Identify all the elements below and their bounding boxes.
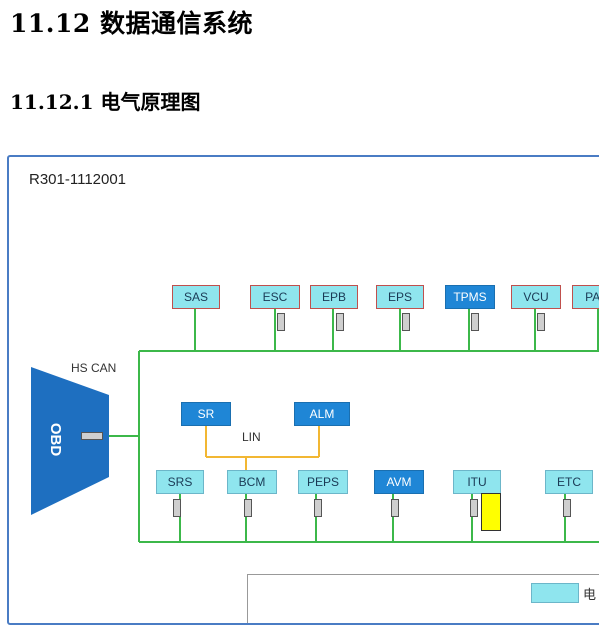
ecu-alm: ALM bbox=[294, 402, 350, 426]
connector bbox=[537, 313, 545, 331]
ecu-sr: SR bbox=[181, 402, 231, 426]
connector bbox=[336, 313, 344, 331]
itu-yellow-tag bbox=[481, 493, 501, 531]
obd-connector-pin bbox=[81, 432, 103, 440]
ecu-bcm: BCM bbox=[227, 470, 277, 494]
ecu-epb: EPB bbox=[310, 285, 358, 309]
wiring-diagram-frame: R301-1112001 HS CAN LIN OBD SAS ESC EPB … bbox=[7, 155, 599, 625]
connector bbox=[470, 499, 478, 517]
ecu-peps: PEPS bbox=[298, 470, 348, 494]
connector bbox=[402, 313, 410, 331]
lin-label: LIN bbox=[242, 430, 261, 444]
connector bbox=[173, 499, 181, 517]
connector bbox=[277, 313, 285, 331]
diagram-code: R301-1112001 bbox=[29, 171, 127, 188]
connector bbox=[563, 499, 571, 517]
subsection-heading: 11.12.1 电气原理图 bbox=[10, 90, 201, 114]
ecu-esc: ESC bbox=[250, 285, 300, 309]
connector bbox=[471, 313, 479, 331]
connector bbox=[391, 499, 399, 517]
partial-label: 电 bbox=[583, 587, 597, 602]
hs-can-label: HS CAN bbox=[71, 361, 117, 375]
connector bbox=[244, 499, 252, 517]
ecu-srs: SRS bbox=[156, 470, 204, 494]
section-heading: 11.12 数据通信系统 bbox=[10, 9, 253, 38]
ecu-vcu: VCU bbox=[511, 285, 561, 309]
ecu-itu: ITU bbox=[453, 470, 501, 494]
lower-node-partial bbox=[531, 583, 579, 603]
connector bbox=[314, 499, 322, 517]
ecu-pac: PAC bbox=[572, 285, 599, 309]
bus-lines bbox=[31, 309, 599, 543]
ecu-sas: SAS bbox=[172, 285, 220, 309]
ecu-eps: EPS bbox=[376, 285, 424, 309]
ecu-avm: AVM bbox=[374, 470, 424, 494]
ecu-tpms: TPMS bbox=[445, 285, 495, 309]
obd-connector-shape bbox=[31, 367, 109, 515]
ecu-etc: ETC bbox=[545, 470, 593, 494]
obd-label: OBD bbox=[47, 422, 65, 457]
